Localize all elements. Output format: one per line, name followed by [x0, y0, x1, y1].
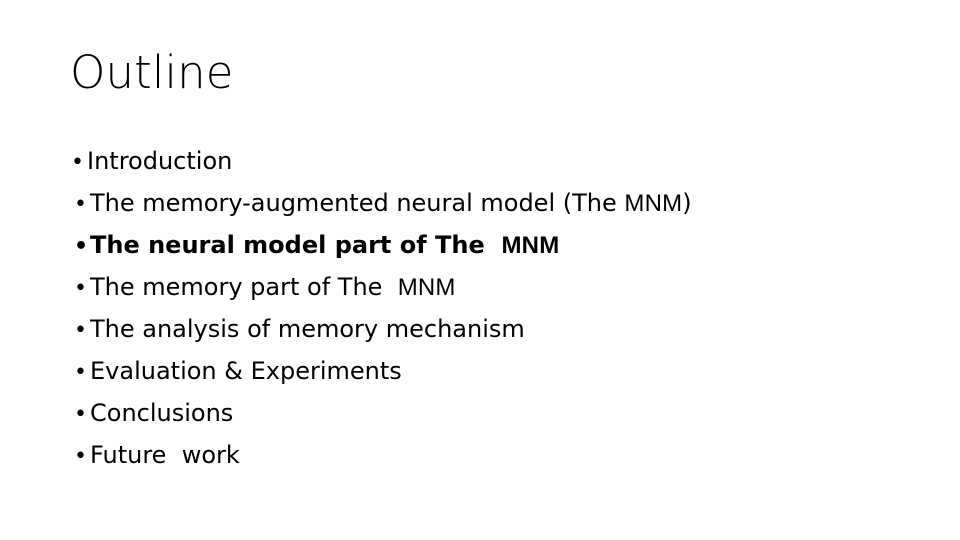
bullet-item-introduction: •Introduction	[68, 141, 908, 183]
bullet-item-neural-model-part: •The neural model part of The MNM	[68, 225, 908, 267]
bullet-point-icon: •	[74, 276, 87, 301]
bullet-item-label: The neural model part of The MNM	[90, 231, 560, 259]
bullet-point-icon: •	[74, 360, 87, 385]
bullet-item-label: Introduction	[87, 147, 233, 175]
page-title: Outline	[70, 46, 234, 99]
bullet-item-evaluation-experiments: •Evaluation & Experiments	[68, 351, 908, 393]
bullet-item-conclusions: •Conclusions	[68, 393, 908, 435]
bullet-item-label: Evaluation & Experiments	[90, 357, 402, 385]
bullet-point-icon: •	[74, 192, 87, 217]
bullet-item-analysis-of-memory-mechanism: •The analysis of memory mechanism	[68, 309, 908, 351]
bullet-item-label: The memory-augmented neural model (The M…	[90, 189, 692, 217]
outline-bullet-list: •Introduction•The memory-augmented neura…	[68, 141, 908, 477]
bullet-item-label: Future work	[90, 441, 240, 469]
bullet-item-future-work: •Future work	[68, 435, 908, 477]
bullet-item-memory-part: •The memory part of The MNM	[68, 267, 908, 309]
acronym-mnm: MNM	[624, 190, 683, 217]
bullet-point-icon: •	[74, 318, 87, 343]
bullet-item-label: The memory part of The MNM	[90, 273, 456, 301]
acronym-mnm: MNM	[397, 274, 456, 301]
bullet-item-memory-augmented-neural-model: •The memory-augmented neural model (The …	[68, 183, 908, 225]
bullet-point-icon: •	[74, 402, 87, 427]
bullet-point-icon: •	[74, 234, 89, 259]
bullet-point-icon: •	[71, 150, 84, 175]
acronym-mnm: MNM	[501, 232, 560, 259]
bullet-item-label: Conclusions	[90, 399, 234, 427]
bullet-item-label: The analysis of memory mechanism	[90, 315, 525, 343]
bullet-point-icon: •	[74, 444, 87, 469]
